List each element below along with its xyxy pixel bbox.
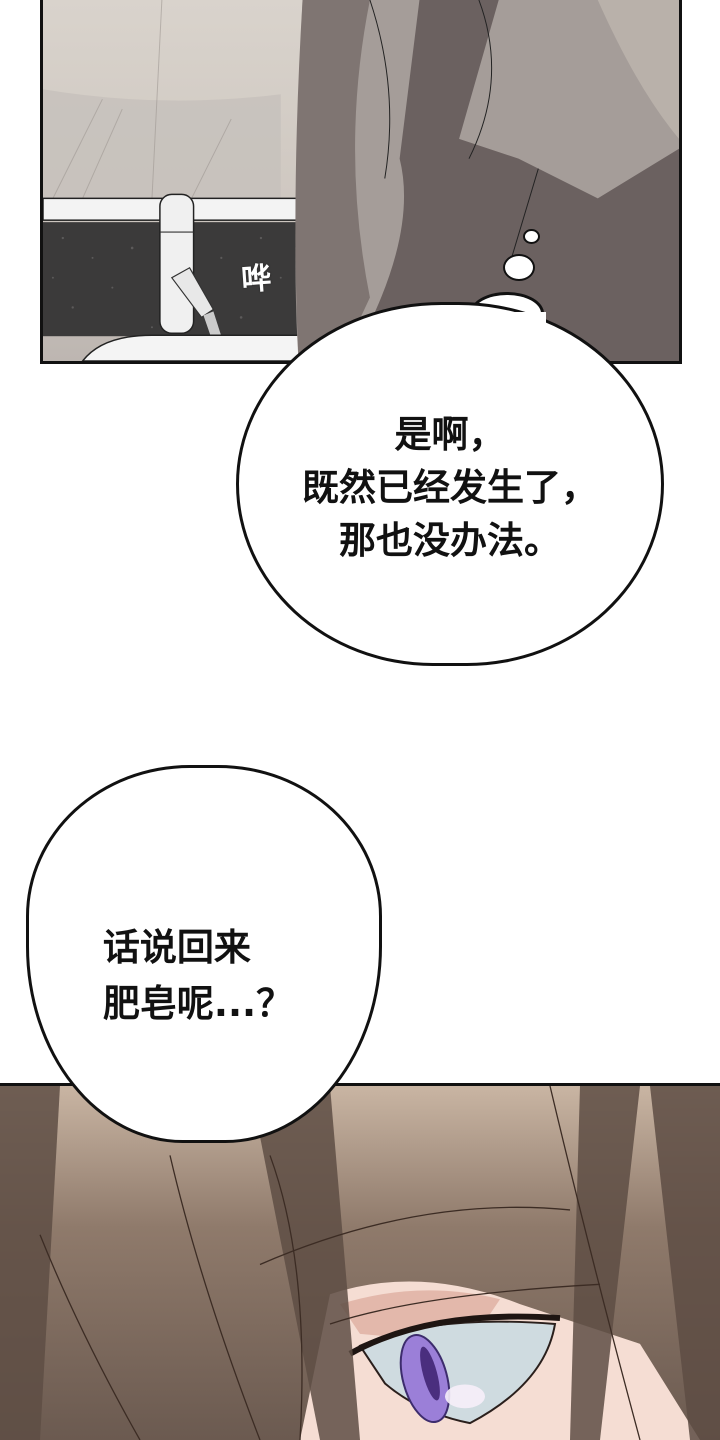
bubble-line: 那也没办法。 <box>339 518 561 562</box>
panel-bathroom-sink: 哗 <box>40 0 682 364</box>
sink-scene-illustration <box>43 0 679 361</box>
thought-bubble-1-text: 是啊， 既然已经发生了， 那也没办法。 <box>302 408 598 567</box>
bubble-line: 话说回来 <box>102 926 251 969</box>
thought-dot-large <box>503 254 535 281</box>
bubble-line: 是啊， <box>394 412 506 456</box>
thought-bubble-1: 是啊， 既然已经发生了， 那也没办法。 <box>236 302 664 666</box>
sound-effect-water: 哗 <box>240 261 271 298</box>
bubble-line: 肥皂呢...？ <box>102 982 294 1025</box>
bubble-bump-cover <box>466 312 546 342</box>
face-closeup-illustration <box>0 1086 720 1440</box>
bubble-line: 既然已经发生了， <box>302 465 598 509</box>
speech-bubble-2: 话说回来 肥皂呢...？ <box>26 765 382 1143</box>
thought-dot-small <box>523 229 540 244</box>
panel-face-closeup <box>0 1083 720 1440</box>
speech-bubble-2-text: 话说回来 肥皂呢...？ <box>103 920 293 1032</box>
